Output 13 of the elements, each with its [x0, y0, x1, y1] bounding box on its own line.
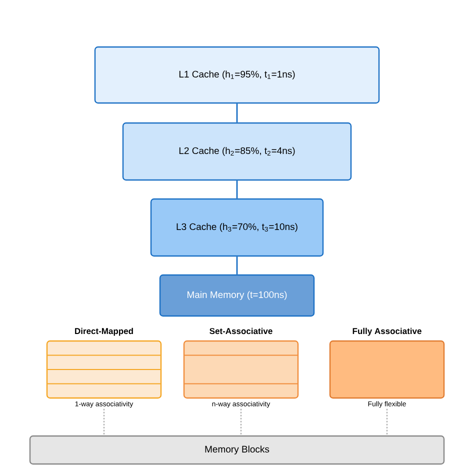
memory-bar: Memory Blocks	[29, 435, 445, 465]
connector-line	[386, 408, 388, 436]
connector-line	[236, 180, 238, 198]
box-heading: Set-Associative	[210, 328, 272, 334]
cache-level-box: Main Memory (t=100ns)	[159, 274, 315, 317]
cache-level-box: L1 Cache (h$_{1}$=95%, t$_{1}$=1ns)	[94, 46, 380, 104]
connector-line	[240, 408, 242, 436]
box-heading: Direct-Mapped	[75, 328, 133, 336]
box-heading: Fully Associative	[352, 328, 422, 336]
cache-level-box: L2 Cache (h$_{2}$=85%, t$_{2}$=4ns)	[122, 122, 352, 181]
connector-line	[236, 256, 238, 274]
cache-level-box: L3 Cache (h$_{3}$=70%, t$_{3}$=10ns)	[150, 198, 324, 257]
connector-line	[236, 104, 238, 122]
